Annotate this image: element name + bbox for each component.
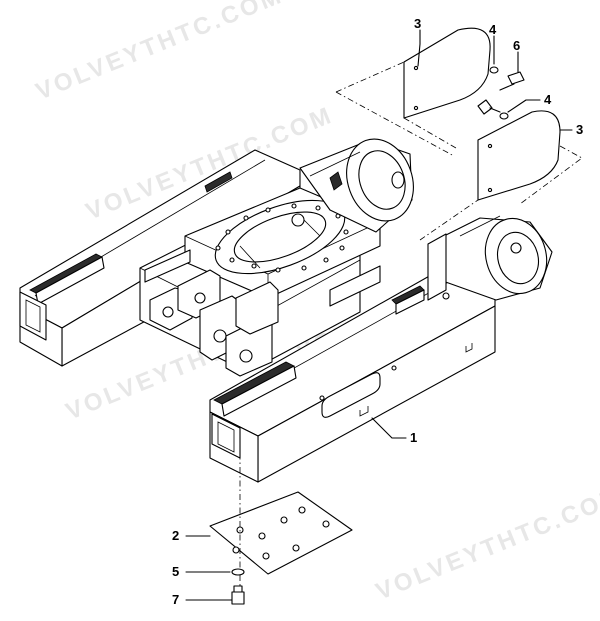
washer-5 <box>231 568 245 576</box>
callouts: 1 2 3 3 4 4 5 6 7 <box>172 16 583 607</box>
front-motor-mount <box>427 215 553 301</box>
washer-upper <box>489 66 499 74</box>
track-frame <box>19 138 553 483</box>
blade-lugs <box>149 269 279 377</box>
watermark-text: VOLVEYTHTC.COM <box>32 0 287 106</box>
callout-6: 6 <box>513 38 520 53</box>
cover-upper <box>335 27 491 157</box>
bolt-circle <box>215 203 349 273</box>
front-side-frame <box>209 269 496 483</box>
watermark-text: VOLVEYTHTC.COM <box>372 482 600 606</box>
callout-2: 2 <box>172 528 179 543</box>
callout-5: 5 <box>172 564 179 579</box>
callout-4-lower: 4 <box>544 92 552 107</box>
bolt-6-b <box>477 99 501 115</box>
callout-4-upper: 4 <box>489 22 497 37</box>
bolt-7 <box>231 585 245 605</box>
callout-3-upper: 3 <box>414 16 421 31</box>
cover-lower <box>419 110 583 241</box>
under-cover <box>209 440 353 600</box>
callout-3-lower: 3 <box>576 122 583 137</box>
bolt-6-a <box>499 71 525 91</box>
washer-lower <box>499 112 509 120</box>
callout-1: 1 <box>410 430 417 445</box>
rear-motor-mount <box>299 138 414 233</box>
callout-7: 7 <box>172 592 179 607</box>
leader-lines <box>185 29 573 601</box>
center-body <box>139 187 381 373</box>
